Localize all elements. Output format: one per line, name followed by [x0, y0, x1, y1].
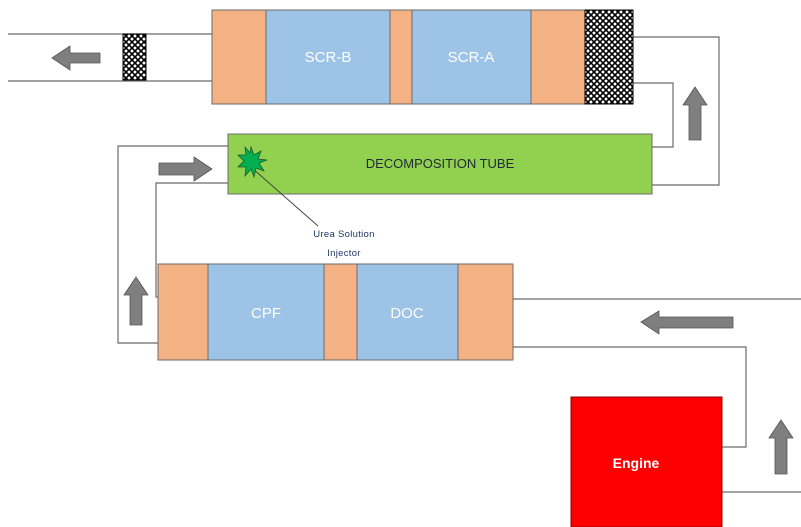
scr-outlet-cap	[211, 9, 267, 105]
doc-label: DOC	[390, 305, 424, 322]
injector-leader-line	[251, 167, 319, 227]
flow-arrows	[51, 45, 794, 475]
arrow-up-right-loop-icon	[682, 86, 708, 141]
arrow-up-from-engine-icon	[768, 419, 794, 475]
engine-label: Engine	[613, 455, 660, 471]
scr-b-block	[265, 9, 391, 105]
scr-b-label: SCR-B	[305, 49, 352, 66]
scr-a-label: SCR-A	[448, 49, 495, 66]
engine: Engine	[570, 396, 723, 527]
arrow-right-into-tube-icon	[158, 156, 213, 182]
scr-a-block	[411, 9, 532, 105]
decomposition-tube-label: DECOMPOSITION TUBE	[366, 156, 515, 171]
decomposition-tube-body	[227, 133, 653, 195]
scr-assembly: SCR-B SCR-A	[211, 9, 634, 105]
injector-label-line1: Urea Solution	[313, 229, 374, 240]
scr-inlet-cap	[530, 9, 586, 105]
cpf-doc-middle-cap	[323, 263, 358, 361]
cpf-outlet-cap	[157, 263, 209, 361]
arrow-left-outlet-icon	[51, 45, 101, 71]
injector-star-icon	[237, 145, 268, 179]
arrow-left-from-engine-icon	[640, 310, 734, 335]
doc-inlet-cap	[457, 263, 514, 361]
cpf-label: CPF	[251, 305, 281, 322]
exhaust-pipes	[8, 33, 801, 493]
engine-block	[570, 396, 723, 527]
outlet-mesh-block	[122, 33, 147, 81]
decomposition-tube: DECOMPOSITION TUBE	[227, 133, 653, 195]
arrow-up-left-loop-icon	[123, 276, 149, 326]
cpf-doc-assembly: CPF DOC	[157, 263, 514, 361]
cpf-block	[207, 263, 325, 361]
scr-inlet-mesh	[584, 9, 634, 105]
urea-injector: Urea Solution Injector	[237, 145, 374, 259]
injector-label-line2: Injector	[327, 248, 361, 259]
scr-middle-cap	[389, 9, 413, 105]
